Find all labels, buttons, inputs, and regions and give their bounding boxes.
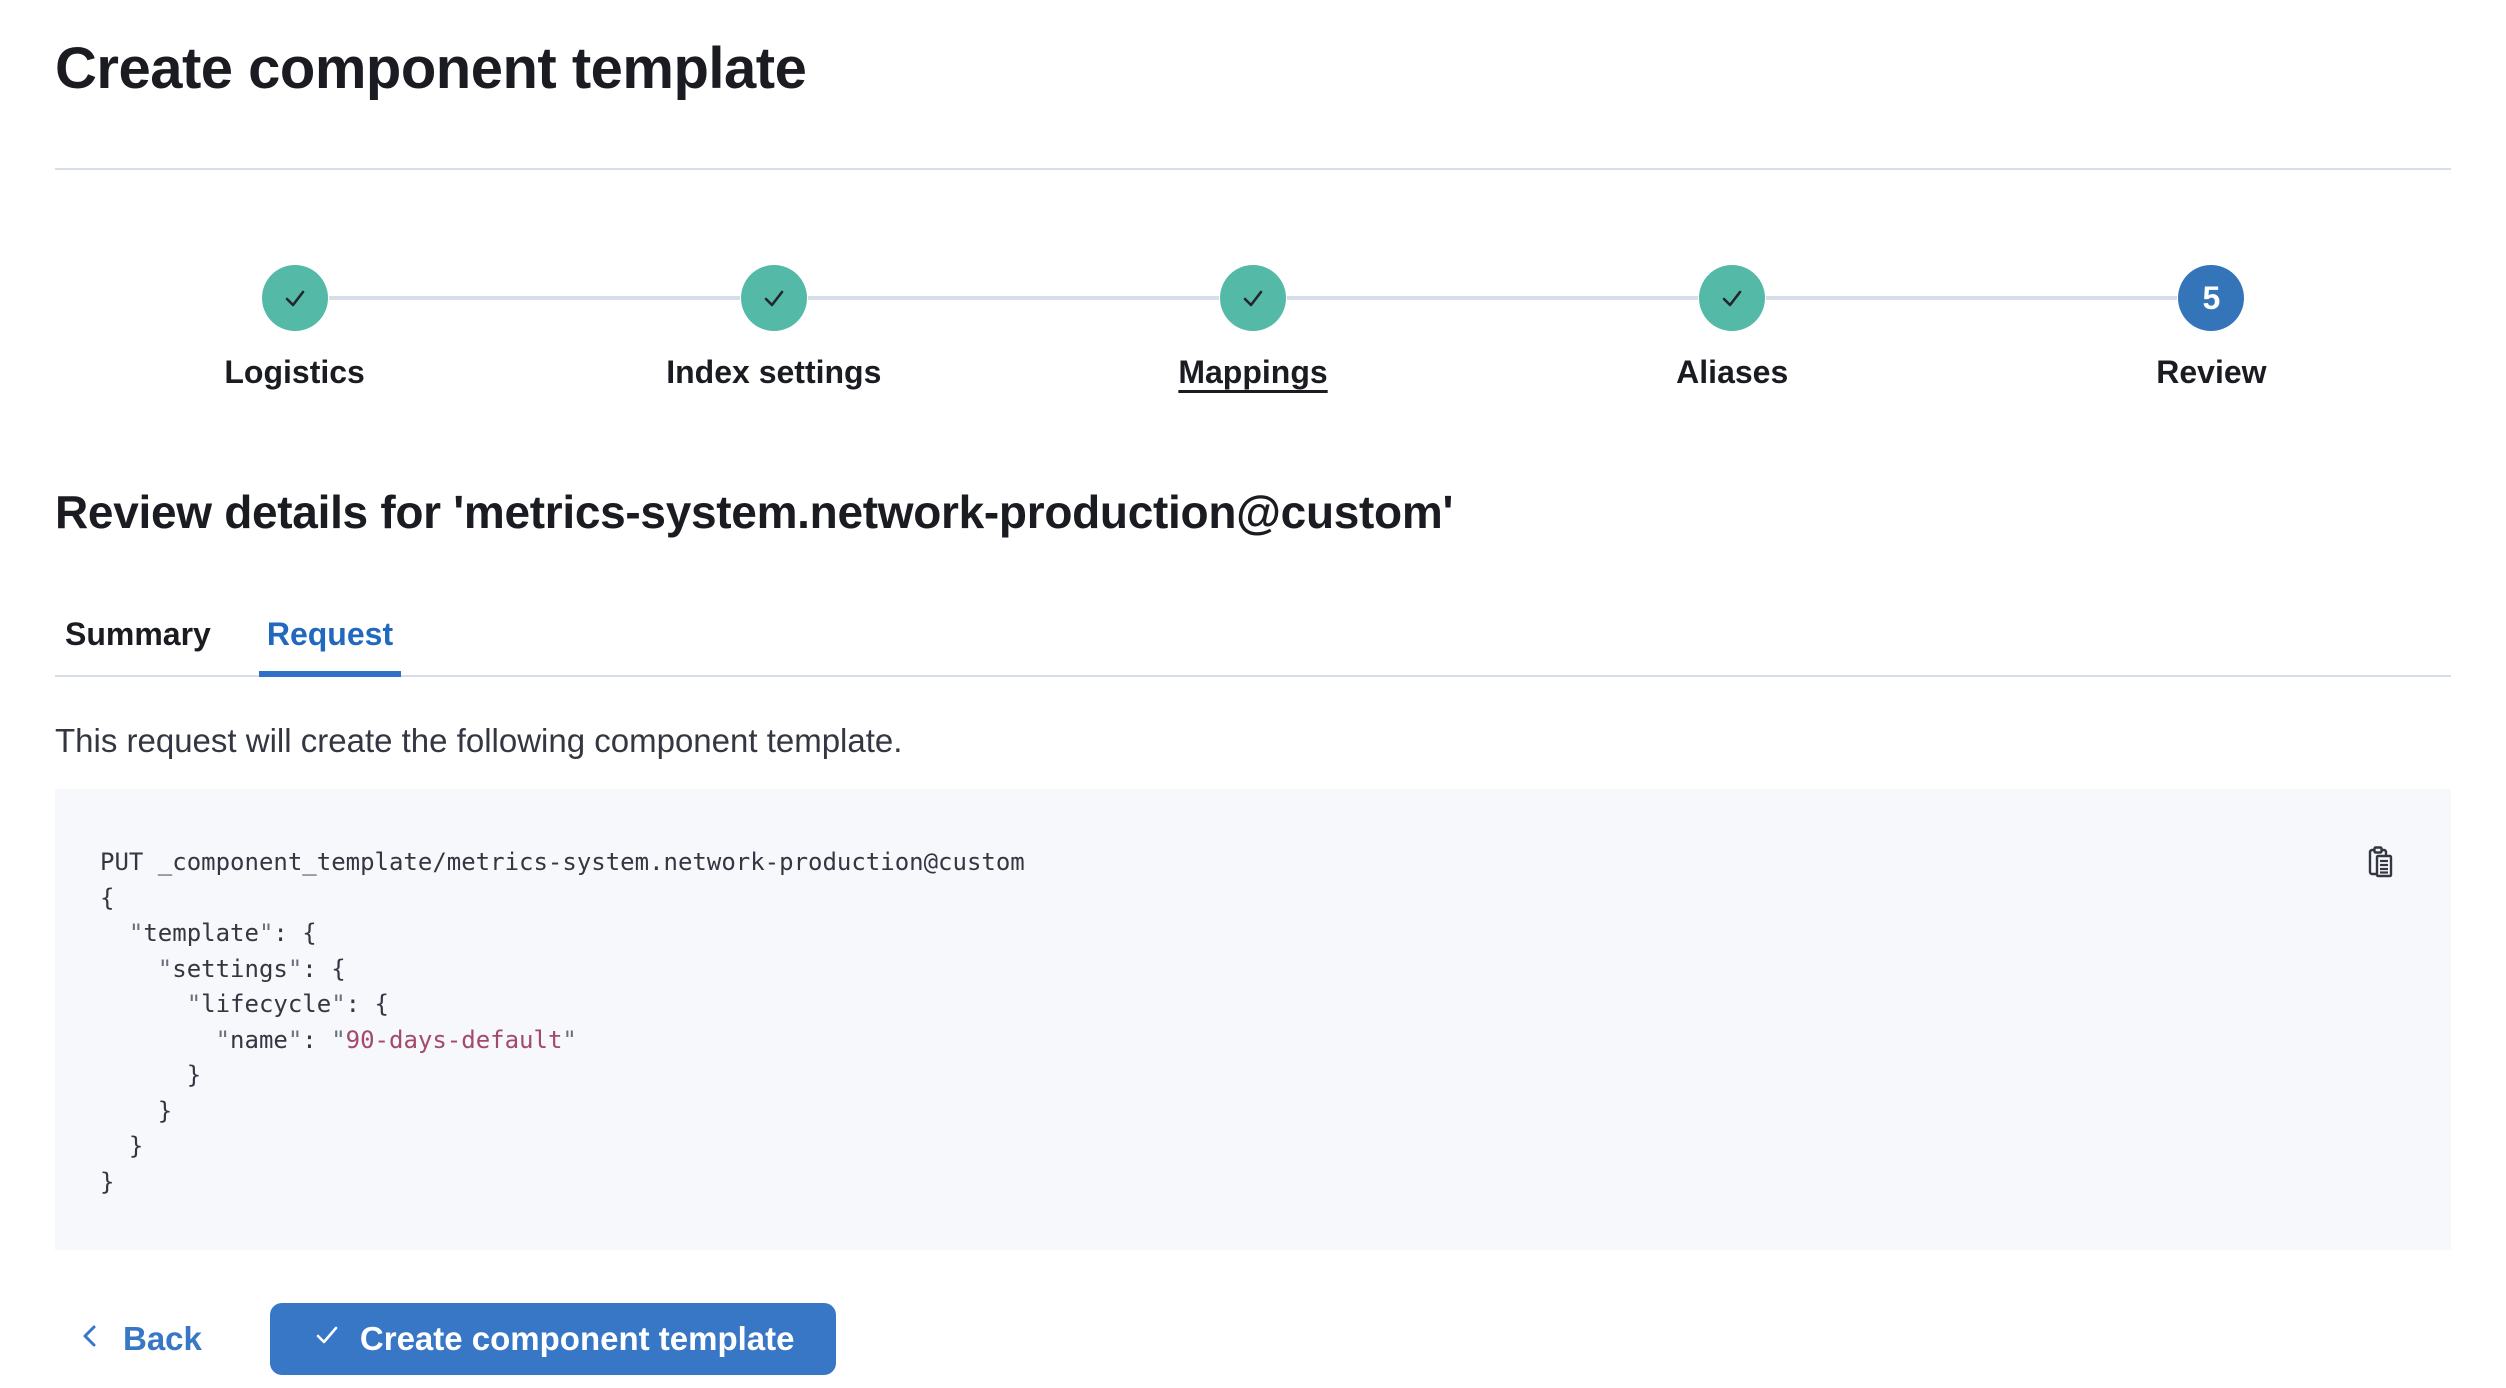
tab-request[interactable]: Request: [258, 615, 402, 677]
chevron-left-icon: [77, 1320, 105, 1358]
step-connector: [328, 296, 740, 300]
step-label: Mappings: [1178, 354, 1328, 390]
request-code-block: PUT _component_template/metrics-system.n…: [55, 789, 2451, 1250]
step-index-settings[interactable]: Index settings: [328, 265, 1013, 391]
request-code: PUT _component_template/metrics-system.n…: [100, 848, 1025, 1196]
step-connector: [1766, 296, 2178, 300]
copy-to-clipboard-button[interactable]: [2363, 845, 2399, 881]
review-tabs: Summary Request: [55, 615, 2451, 677]
step-label: Logistics: [224, 354, 365, 390]
check-icon: [740, 265, 807, 331]
copy-clipboard-icon: [2363, 846, 2399, 884]
check-icon: [261, 265, 328, 331]
step-connector: [1287, 296, 1699, 300]
review-details-heading: Review details for 'metrics-system.netwo…: [55, 486, 1454, 538]
back-button[interactable]: Back: [67, 1320, 212, 1358]
check-icon: [1699, 265, 1766, 331]
step-label: Aliases: [1676, 354, 1789, 390]
step-label: Index settings: [666, 354, 882, 390]
check-icon: [1220, 265, 1286, 331]
title-divider: [55, 168, 2451, 170]
check-icon: [312, 1320, 342, 1358]
step-number: 5: [2178, 265, 2245, 331]
step-logistics[interactable]: Logistics: [55, 265, 534, 391]
step-mappings[interactable]: Mappings: [807, 265, 1492, 391]
tab-summary[interactable]: Summary: [65, 616, 211, 652]
create-component-template-button[interactable]: Create component template: [269, 1303, 837, 1375]
footer-actions: Back Create component template: [55, 1303, 2451, 1375]
page-title: Create component template: [55, 36, 807, 101]
back-button-label: Back: [123, 1320, 202, 1357]
step-label: Review: [2156, 354, 2267, 390]
request-description: This request will create the following c…: [55, 722, 903, 759]
step-aliases[interactable]: Aliases: [1287, 265, 1972, 391]
step-connector: [807, 296, 1220, 300]
submit-button-label: Create component template: [359, 1320, 795, 1357]
